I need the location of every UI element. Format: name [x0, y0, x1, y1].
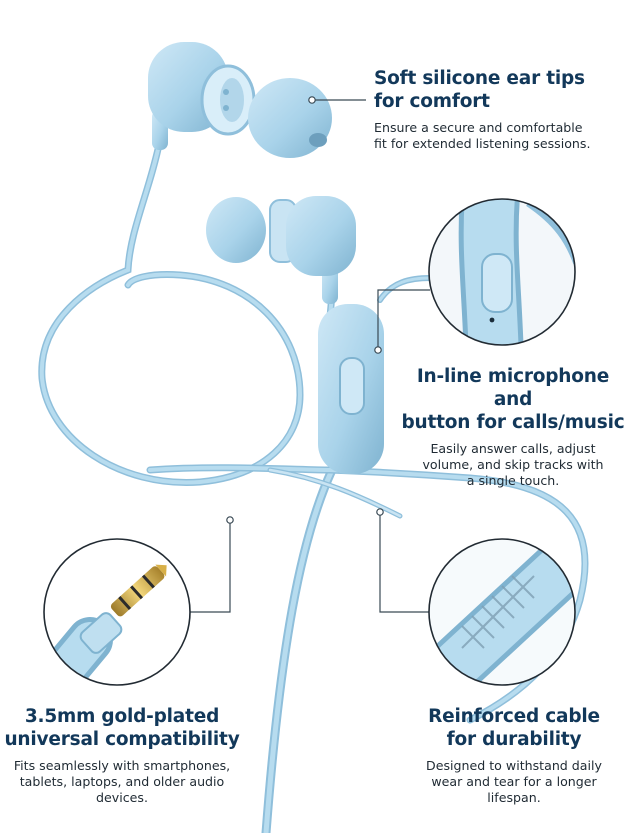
callout-lines	[190, 99, 430, 613]
feature-microphone-title-line: In-line microphone and	[416, 366, 610, 410]
feature-reinforced-cable-description-line: lifespan.	[487, 790, 541, 805]
earbud-bottom	[206, 196, 356, 304]
feature-reinforced-cable: Reinforced cable for durability Designed…	[396, 705, 632, 806]
feature-reinforced-cable-title: Reinforced cable for durability	[396, 705, 632, 751]
feature-audio-jack-description-line: Fits seamlessly with smartphones,	[13, 758, 231, 773]
feature-audio-jack-title-line: 3.5mm gold-plated	[24, 706, 220, 727]
feature-microphone-title: In-line microphone and button for calls/…	[398, 365, 628, 434]
feature-ear-tips-title-line: for comfort	[374, 91, 490, 112]
braided-cable-icon	[428, 538, 576, 686]
feature-audio-jack: 3.5mm gold-plated universal compatibilit…	[4, 705, 240, 806]
feature-audio-jack-description-line: devices.	[96, 790, 148, 805]
feature-microphone-title-line: button for calls/music	[401, 412, 625, 433]
feature-microphone: In-line microphone and button for calls/…	[398, 365, 628, 489]
feature-reinforced-cable-description-line: Designed to withstand daily	[426, 758, 602, 773]
feature-reinforced-cable-title-line: Reinforced cable	[428, 706, 600, 727]
mic-marker	[374, 346, 382, 354]
jack-marker	[226, 516, 234, 524]
feature-ear-tips-description-line: fit for extended listening sessions.	[374, 136, 591, 151]
feature-audio-jack-title-line: universal compatibility	[4, 729, 240, 750]
feature-microphone-description-line: a single touch.	[466, 473, 560, 488]
earbud-top	[148, 42, 332, 158]
cable-marker	[376, 508, 384, 516]
ear-tip-marker	[308, 96, 316, 104]
feature-microphone-description-line: Easily answer calls, adjust	[430, 441, 596, 456]
feature-audio-jack-description: Fits seamlessly with smartphones, tablet…	[4, 758, 240, 806]
feature-audio-jack-title: 3.5mm gold-plated universal compatibilit…	[4, 705, 240, 751]
inline-remote-icon	[428, 198, 576, 346]
feature-ear-tips-description: Ensure a secure and comfortable fit for …	[374, 120, 634, 152]
feature-microphone-description-line: volume, and skip tracks with	[422, 457, 604, 472]
feature-microphone-description: Easily answer calls, adjust volume, and …	[398, 441, 628, 489]
inline-remote	[318, 304, 384, 474]
feature-reinforced-cable-title-line: for durability	[446, 729, 582, 750]
feature-reinforced-cable-description-line: wear and tear for a longer	[431, 774, 597, 789]
feature-ear-tips-title-line: Soft silicone ear tips	[374, 68, 585, 89]
feature-ear-tips-description-line: Ensure a secure and comfortable	[374, 120, 583, 135]
feature-ear-tips: Soft silicone ear tips for comfort Ensur…	[374, 67, 634, 152]
earphone-cable	[38, 136, 589, 833]
feature-audio-jack-description-line: tablets, laptops, and older audio	[19, 774, 225, 789]
feature-ear-tips-title: Soft silicone ear tips for comfort	[374, 67, 634, 113]
audio-jack-icon	[43, 538, 191, 686]
feature-reinforced-cable-description: Designed to withstand daily wear and tea…	[396, 758, 632, 806]
